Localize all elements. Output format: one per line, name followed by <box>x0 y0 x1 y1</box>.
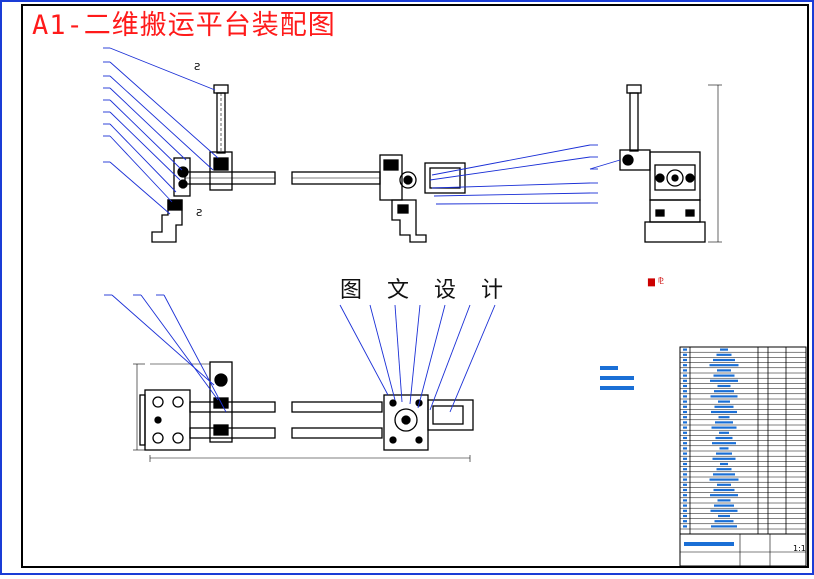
bom-cell-text <box>709 478 739 481</box>
title-block: 1:1 <box>679 346 807 567</box>
bom-cell-text <box>716 353 732 356</box>
bom-index-cell <box>683 509 687 512</box>
bom-cell-text <box>711 426 737 429</box>
bom-index-cell <box>683 431 687 434</box>
front-view-callout-mark: Ƨ <box>194 62 200 73</box>
bom-cell-text <box>710 494 738 497</box>
bom-index-cell <box>683 457 687 460</box>
bom-cell-text <box>710 509 738 512</box>
bom-index-cell <box>683 478 687 481</box>
bom-cell-text <box>714 390 734 393</box>
bom-cell-text <box>718 514 730 518</box>
bom-index-cell <box>683 525 687 528</box>
watermark-text: 图 文 设 计 <box>340 278 512 303</box>
bom-index-cell <box>683 400 687 403</box>
bom-index-cell <box>683 353 687 356</box>
bom-index-cell <box>683 452 687 455</box>
front-view-callout-mark-lower: Ƨ <box>196 208 202 219</box>
bom-cell-text <box>713 358 735 362</box>
bom-index-cell <box>683 488 687 492</box>
bom-index-cell <box>683 369 687 372</box>
bom-index-cell <box>683 421 687 424</box>
side-view-label: ▆ ⅊ <box>647 276 664 287</box>
bom-index-cell <box>683 374 687 377</box>
bom-cell-text <box>716 468 732 471</box>
bom-index-cell <box>683 390 687 393</box>
bom-cell-text <box>712 457 736 460</box>
drawing-title: A1-二维搬运平台装配图 <box>32 10 336 41</box>
bom-cell-text <box>717 369 731 372</box>
front-view <box>151 84 466 243</box>
bom-cell-text <box>711 525 737 528</box>
technical-notes <box>600 366 634 390</box>
bom-cell-text <box>714 405 734 408</box>
bom-cell-text <box>712 442 736 445</box>
bom-index-cell <box>683 364 687 367</box>
bom-index-cell <box>683 416 687 419</box>
leader-lines <box>103 47 621 413</box>
bom-cell-text <box>715 421 733 424</box>
bom-cell-text <box>720 348 728 351</box>
title-block-scale: 1:1 <box>793 544 806 553</box>
bom-index-cell <box>683 514 687 518</box>
bom-index-cell <box>683 410 687 414</box>
bom-cell-text <box>720 462 728 466</box>
bom-index-cell <box>683 483 687 486</box>
bom-cell-text <box>715 436 733 440</box>
bom-cell-text <box>713 488 735 492</box>
bom-index-cell <box>683 520 687 523</box>
bom-cell-text <box>713 473 735 476</box>
bom-index-cell <box>683 405 687 408</box>
bom-index-cell <box>683 468 687 471</box>
top-view <box>133 361 474 462</box>
bom-index-cell <box>683 348 687 351</box>
bom-cell-text <box>709 364 739 367</box>
bom-cell-text <box>717 384 731 388</box>
bom-index-cell <box>683 384 687 388</box>
bom-cell-text <box>710 379 738 382</box>
bom-index-cell <box>683 499 687 502</box>
bom-index-cell <box>683 395 687 398</box>
bom-cell-text <box>718 416 730 419</box>
bom-index-cell <box>683 447 687 450</box>
bom-cell-text <box>714 504 734 507</box>
bom-index-cell <box>683 426 687 429</box>
bom-index-cell <box>683 473 687 476</box>
bom-index-cell <box>683 504 687 507</box>
bom-cell-text <box>711 410 737 414</box>
bom-cell-text <box>719 447 729 450</box>
bom-index-cell <box>683 494 687 497</box>
bom-index-cell <box>683 358 687 362</box>
bom-cell-text <box>717 499 731 502</box>
bom-cell-text <box>719 431 729 434</box>
bom-cell-text <box>713 374 735 377</box>
bom-index-cell <box>683 436 687 440</box>
bom-cell-text <box>718 400 730 403</box>
bom-index-cell <box>683 442 687 445</box>
side-view <box>619 84 722 243</box>
bom-index-cell <box>683 462 687 466</box>
bom-cell-text <box>710 395 738 398</box>
bom-cell-text <box>714 520 734 523</box>
bom-cell-text <box>717 483 731 486</box>
bom-index-cell <box>683 379 687 382</box>
inner-frame <box>21 4 809 568</box>
bom-cell-text <box>716 452 732 455</box>
